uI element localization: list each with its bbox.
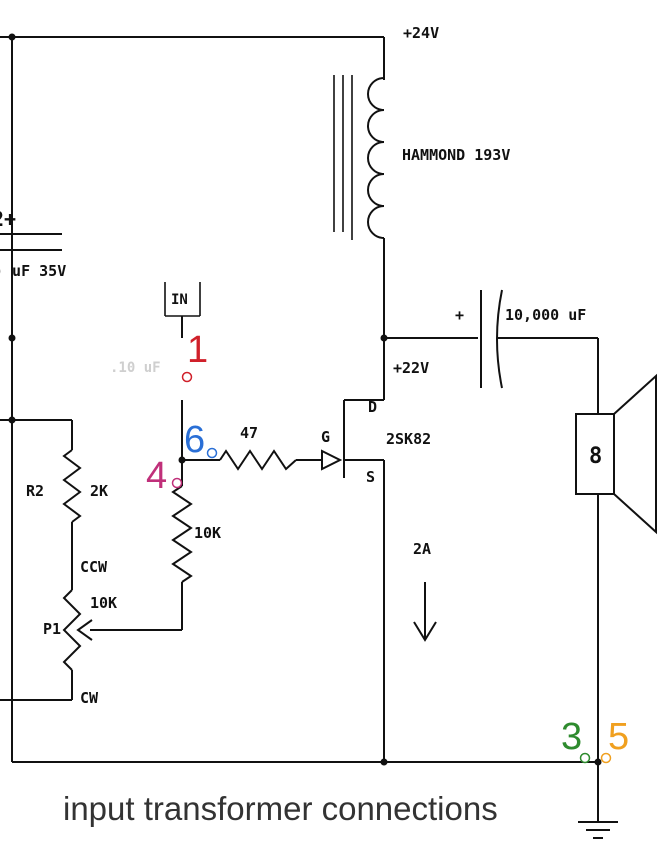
speaker-impedance: 8 bbox=[589, 444, 602, 469]
left-capacitor-value: ) uF 35V bbox=[0, 262, 66, 280]
drain-pin-label: D bbox=[368, 398, 377, 416]
supply-label: +24V bbox=[403, 24, 439, 42]
input-cap-value: .10 uF bbox=[110, 360, 161, 376]
input-label: IN bbox=[171, 292, 188, 308]
connection-point-5: 5 bbox=[600, 716, 629, 764]
connection-number-4: 4 bbox=[146, 455, 167, 497]
gate-resistor bbox=[182, 449, 297, 471]
supply-rail bbox=[0, 33, 385, 80]
bias-resistor-value: 10K bbox=[194, 524, 221, 542]
transistor bbox=[296, 399, 388, 766]
left-capacitor-plus: 2+ bbox=[0, 207, 16, 231]
connection-marker-4 bbox=[171, 477, 183, 489]
r2-value: 2K bbox=[90, 482, 108, 500]
speaker bbox=[575, 373, 657, 762]
current-label: 2A bbox=[413, 540, 431, 558]
p1-value: 10K bbox=[90, 594, 117, 612]
cw-label: CW bbox=[80, 689, 99, 707]
source-pin-label: S bbox=[366, 468, 375, 486]
output-capacitor bbox=[384, 289, 599, 414]
connection-marker-1 bbox=[181, 371, 193, 383]
r2-name: R2 bbox=[26, 482, 44, 500]
gate-resistor-value: 47 bbox=[240, 424, 258, 442]
connection-number-3: 3 bbox=[561, 716, 582, 758]
connection-point-1: 1 bbox=[181, 329, 208, 383]
current-arrow bbox=[413, 582, 437, 642]
input-cap-overlay bbox=[128, 338, 236, 400]
ground-icon bbox=[578, 821, 618, 839]
transformer-label: HAMMOND 193V bbox=[402, 146, 510, 164]
connection-point-3: 3 bbox=[561, 716, 591, 764]
ground-rail bbox=[12, 758, 602, 822]
connection-point-6: 6 bbox=[184, 419, 218, 461]
p1-name: P1 bbox=[43, 620, 61, 638]
transistor-label: 2SK82 bbox=[386, 430, 431, 448]
connection-number-1: 1 bbox=[187, 329, 208, 371]
left-capacitor bbox=[0, 233, 62, 251]
caption: input transformer connections bbox=[63, 790, 498, 827]
output-capacitor-plus: + bbox=[455, 306, 464, 324]
connection-marker-6 bbox=[206, 447, 218, 459]
connection-marker-5 bbox=[600, 752, 612, 764]
gate-pin-label: G bbox=[321, 428, 330, 446]
output-transformer bbox=[333, 75, 385, 240]
connection-point-4: 4 bbox=[146, 455, 183, 497]
connection-number-6: 6 bbox=[184, 419, 205, 461]
connection-marker-3 bbox=[579, 752, 591, 764]
ccw-label: CCW bbox=[80, 558, 108, 576]
drain-voltage-label: +22V bbox=[393, 359, 429, 377]
bias-resistor bbox=[170, 485, 194, 583]
connection-number-5: 5 bbox=[608, 716, 629, 758]
output-capacitor-value: 10,000 uF bbox=[505, 306, 586, 324]
input-terminal bbox=[164, 282, 201, 340]
